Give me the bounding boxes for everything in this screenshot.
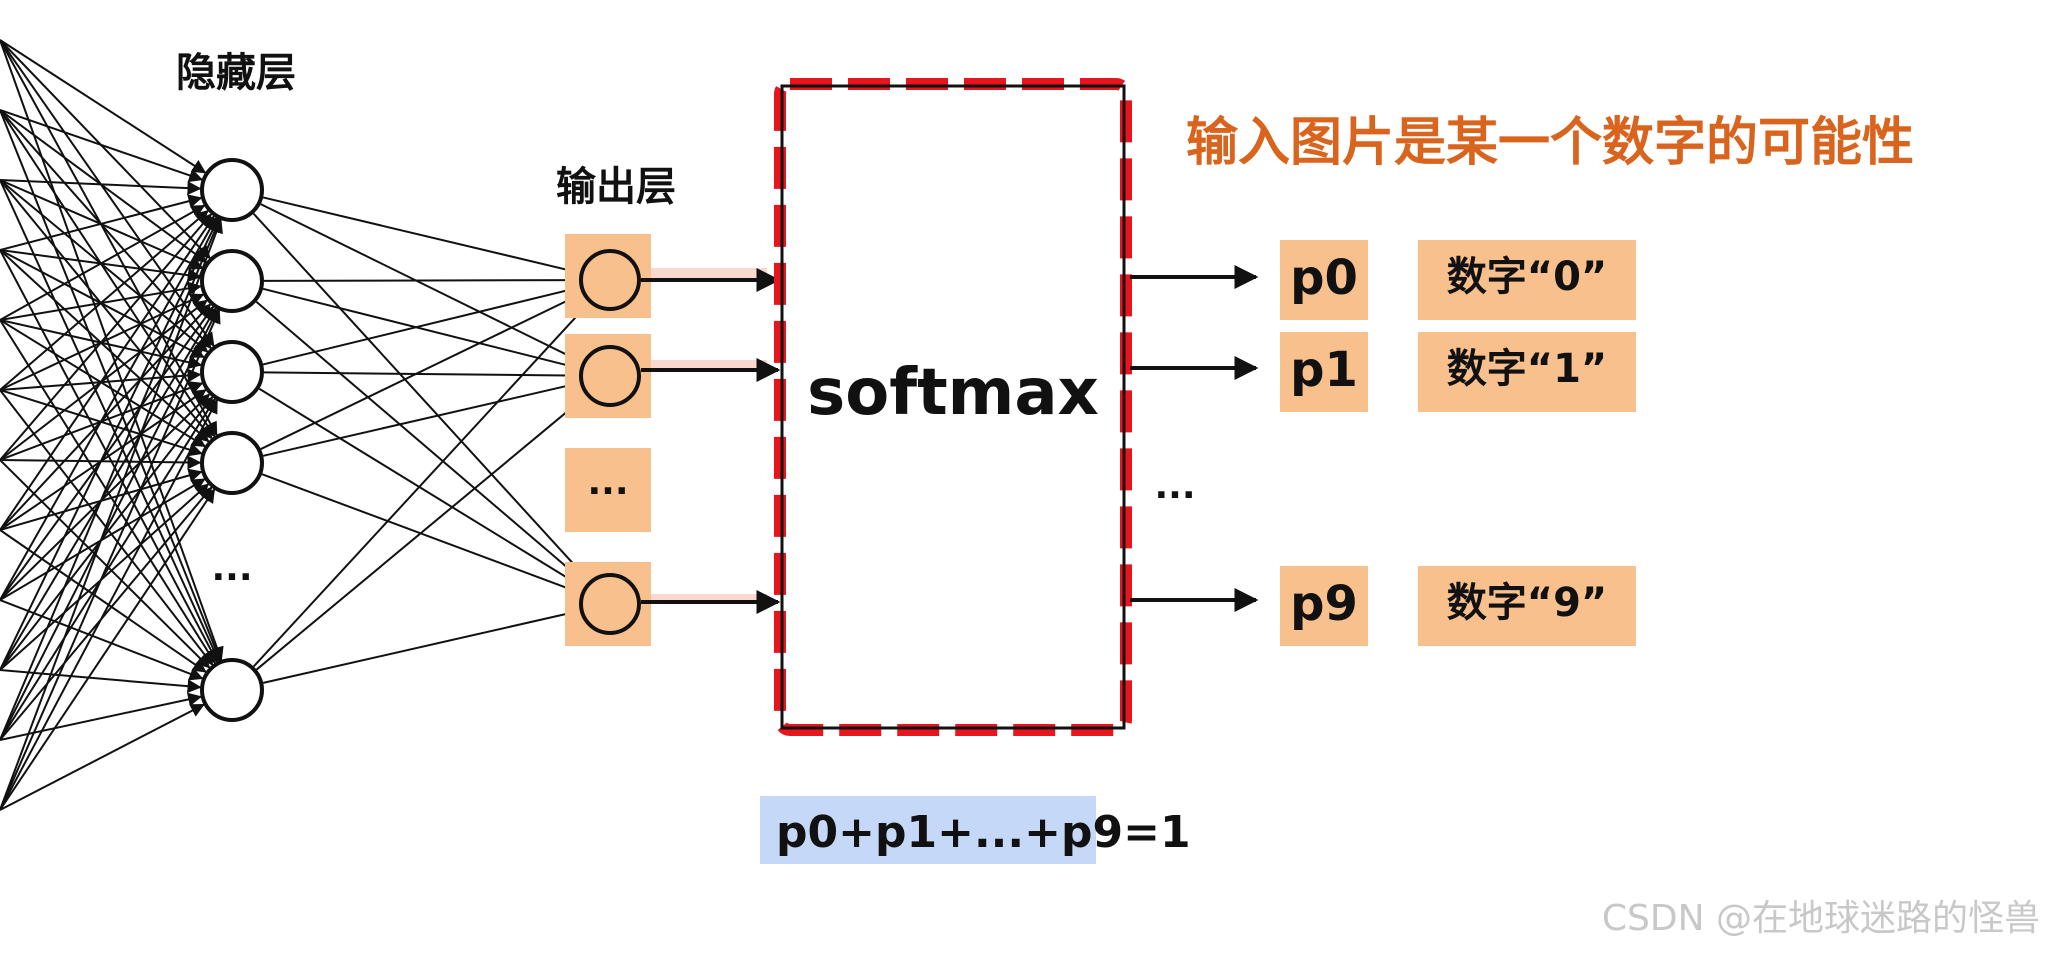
output-band-1 xyxy=(651,360,767,370)
input-connection xyxy=(0,217,219,671)
digit-9-box xyxy=(1418,566,1636,646)
equation-highlight xyxy=(760,796,1096,864)
hidden-neuron xyxy=(200,249,264,313)
input-connection xyxy=(0,468,203,531)
hidden-output-connection xyxy=(258,387,585,589)
watermark: CSDN @在地球迷路的怪兽 xyxy=(1602,898,2040,939)
connections-layer xyxy=(0,39,591,811)
input-connection xyxy=(0,703,205,811)
mid-ellipsis: ... xyxy=(1154,466,1195,507)
input-connection xyxy=(0,109,222,662)
hidden-neuron xyxy=(200,158,264,222)
hidden-output-connection xyxy=(255,301,588,585)
input-connection xyxy=(0,599,204,681)
input-connection xyxy=(0,389,207,531)
input-connection xyxy=(0,209,209,391)
input-connection xyxy=(0,218,222,741)
hidden-output-connection xyxy=(260,292,584,450)
input-connection xyxy=(0,396,214,671)
input-connection xyxy=(0,692,203,741)
input-connection xyxy=(0,39,211,259)
input-connection xyxy=(0,179,220,663)
hidden-ellipsis: ... xyxy=(211,548,252,589)
input-connection xyxy=(0,39,218,437)
input-connection xyxy=(0,109,212,350)
hidden-output-connection xyxy=(263,368,581,383)
softmax-label: softmax xyxy=(807,356,1099,430)
input-connection xyxy=(0,215,215,531)
p0-label: p0 xyxy=(1290,250,1358,306)
header-text: 输入图片是某一个数字的可能性 xyxy=(1186,113,1914,173)
output-layer-label: 输出层 xyxy=(556,164,676,210)
hidden-layer-label: 隐藏层 xyxy=(176,50,296,96)
p1-box xyxy=(1280,332,1368,412)
output-layer-nodes xyxy=(579,249,641,635)
input-connection xyxy=(0,459,211,669)
input-connection xyxy=(0,486,213,741)
hidden-output-connection xyxy=(262,283,582,366)
input-connection xyxy=(0,39,215,347)
softmax-box xyxy=(774,78,1132,736)
hidden-layer-nodes xyxy=(200,158,264,722)
input-connection xyxy=(0,393,211,601)
input-connection xyxy=(0,179,213,440)
output-neuron-9 xyxy=(579,573,641,635)
digit-1-box xyxy=(1418,332,1636,412)
digit-1-label: 数字“1” xyxy=(1447,346,1607,392)
input-connection xyxy=(0,249,218,663)
input-connection xyxy=(0,249,210,443)
hidden-neuron xyxy=(200,340,264,404)
hidden-output-connection xyxy=(262,378,582,457)
input-connection xyxy=(0,478,206,601)
input-connection xyxy=(0,483,210,671)
p0-box xyxy=(1280,240,1368,320)
input-connection xyxy=(0,39,224,662)
hidden-output-connection xyxy=(255,394,588,671)
output-band-9 xyxy=(651,594,767,604)
input-connection xyxy=(0,319,206,448)
input-connection xyxy=(0,669,202,694)
digit-9-label: 数字“9” xyxy=(1447,580,1607,626)
hidden-output-connection xyxy=(262,287,582,373)
output-band-0 xyxy=(651,268,767,278)
input-connection xyxy=(0,308,219,741)
output-ellipsis-bg xyxy=(565,448,651,532)
digit-0-label: 数字“0” xyxy=(1447,254,1607,300)
hidden-output-connection xyxy=(262,196,582,277)
hidden-neuron xyxy=(200,658,264,722)
output-neuron-1 xyxy=(579,345,641,407)
input-connection xyxy=(0,319,216,665)
input-connection xyxy=(0,455,202,470)
sum-equation: p0+p1+...+p9=1 xyxy=(776,807,1191,858)
hidden-output-connection xyxy=(263,273,581,288)
p1-label: p1 xyxy=(1290,342,1358,398)
output-neuron-0 xyxy=(579,249,641,311)
output-ellipsis: ... xyxy=(587,462,628,503)
p9-label: p9 xyxy=(1290,576,1358,632)
input-connection xyxy=(0,397,216,741)
input-connection xyxy=(0,389,214,666)
hidden-neuron xyxy=(200,431,264,495)
input-connection xyxy=(0,216,218,601)
input-connection xyxy=(0,39,207,174)
hidden-output-connection xyxy=(252,301,590,668)
hidden-output-connection xyxy=(252,212,591,583)
hidden-output-connection xyxy=(260,203,584,364)
input-connection xyxy=(0,529,207,673)
hidden-output-connection xyxy=(262,606,582,684)
softmax-inner-border xyxy=(780,84,1126,730)
digit-0-box xyxy=(1418,240,1636,320)
input-connection xyxy=(0,179,209,353)
p9-box xyxy=(1280,566,1368,646)
input-connection xyxy=(0,389,203,457)
input-connection xyxy=(0,109,216,438)
input-connection xyxy=(0,309,221,811)
